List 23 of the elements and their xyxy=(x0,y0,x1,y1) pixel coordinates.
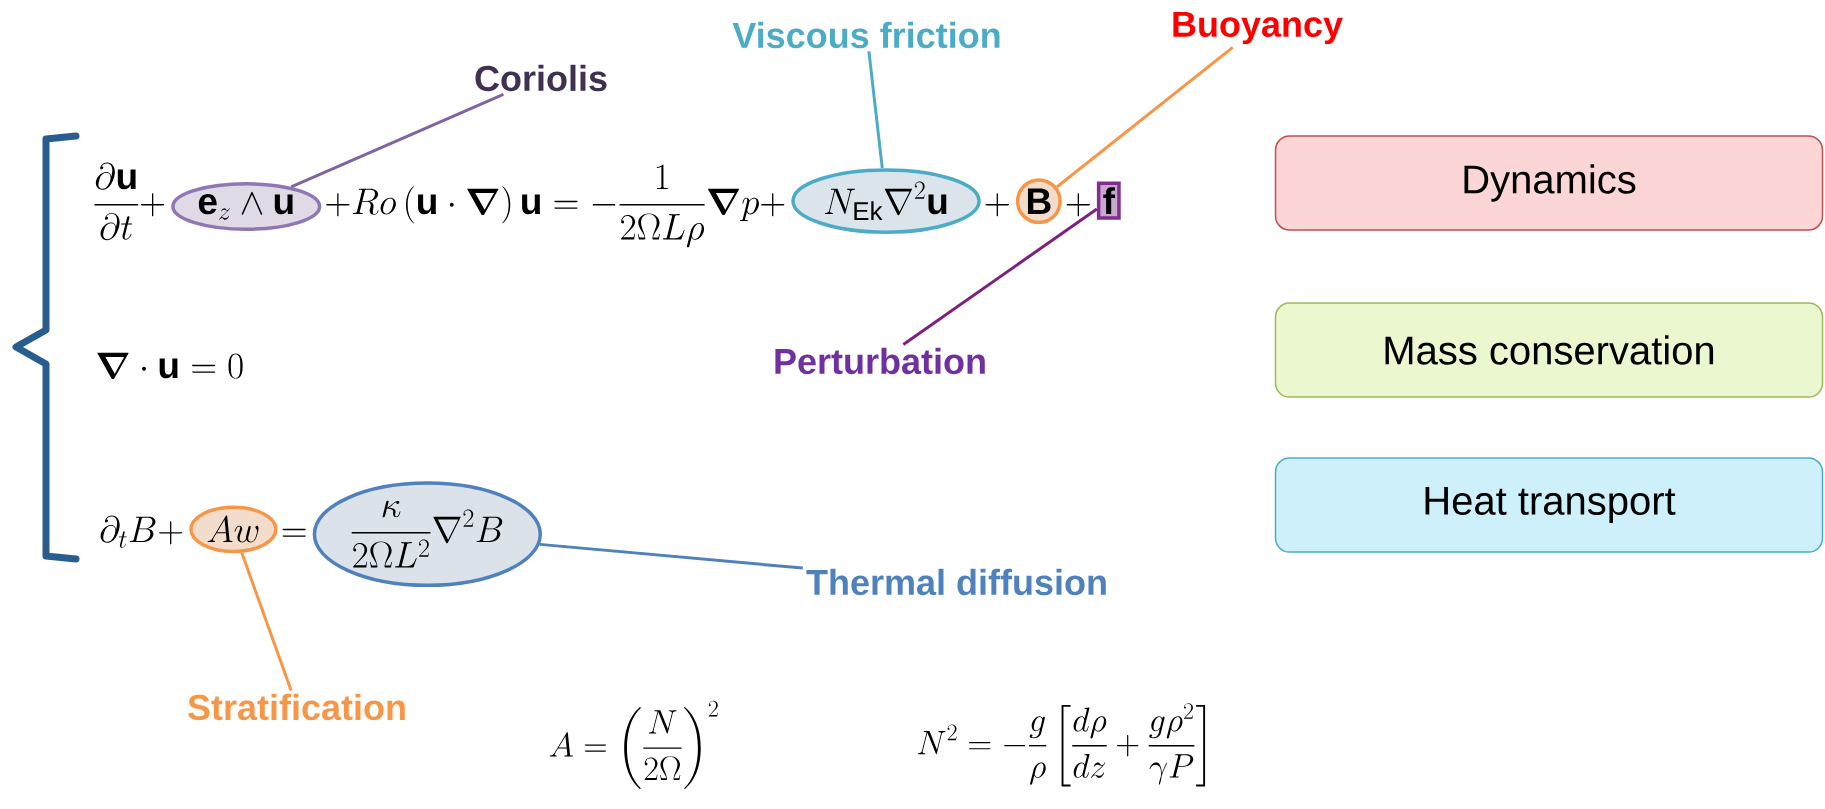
category-box: Dynamics xyxy=(1274,135,1824,231)
equation: $+$ xyxy=(985,193,1009,217)
equation: $=$ xyxy=(282,528,306,537)
leader-line xyxy=(290,93,504,189)
leader-line xyxy=(902,207,1098,346)
category-box: Heat transport xyxy=(1274,457,1824,553)
callout-label: Thermal diffusion xyxy=(806,568,1106,596)
equation: $N^2=-\frac{g}{\rho}\left[\frac{d\rho}{dz}+\frac{g\rho^2}{\gamma P}\right]$ xyxy=(918,703,1206,787)
highlight-box: $\mathbf{f}$ xyxy=(1096,181,1121,220)
callout-label: Stratification xyxy=(188,693,405,721)
equation: $\boldsymbol{\nabla}\cdot\mathbf{u}=0$ xyxy=(97,352,243,379)
callout-label: Viscous friction xyxy=(732,21,1000,49)
leader-line xyxy=(539,542,803,570)
category-box: Mass conservation xyxy=(1274,302,1824,398)
leader-line xyxy=(1055,46,1234,189)
callout-label: Buoyancy xyxy=(1173,11,1343,45)
leader-line xyxy=(867,51,884,169)
callout-label: Coriolis xyxy=(475,64,607,92)
leader-line xyxy=(240,552,293,692)
callout-label: Perturbation xyxy=(775,347,985,375)
equation: $A=\left(\frac{N}{2\Omega}\right)^2$ xyxy=(549,700,718,789)
equation: $+$ xyxy=(1066,193,1090,217)
equation: $+Ro\,(\mathbf{u}\cdot\boldsymbol{\nabla})\,\mathbf{u}=-\frac{1}{2\Omega L\rho}\boldsymbol{\nabla}p+$ xyxy=(326,164,785,248)
